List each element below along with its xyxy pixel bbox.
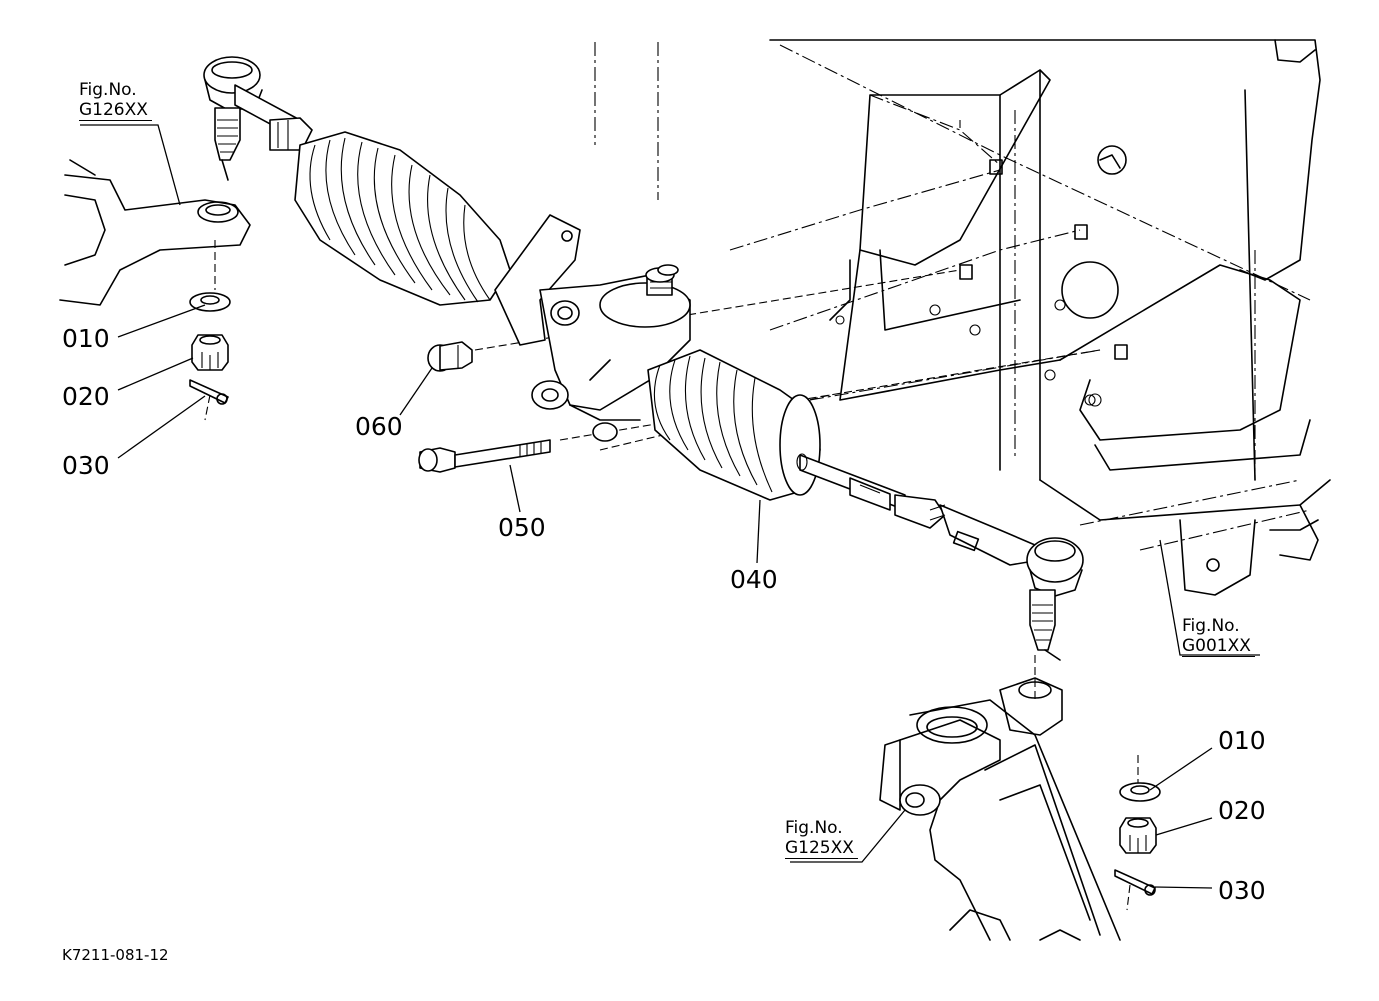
right-castle-nut: [1119, 817, 1157, 854]
frame-assembly: [769, 39, 1331, 596]
left-castle-nut: [191, 334, 229, 371]
left-boot: [294, 131, 511, 306]
left-knuckle-arm: [59, 159, 251, 306]
bolt-050: [418, 439, 551, 473]
callout-030-right: 030: [1218, 876, 1266, 905]
right-washer: [1119, 782, 1161, 802]
right-knuckle: [879, 677, 1121, 941]
callout-050: 050: [498, 513, 546, 542]
fig-ref-g001-code: G001XX: [1182, 636, 1255, 658]
fig-ref-g126-code: G126XX: [79, 100, 152, 122]
right-boot: [647, 349, 821, 501]
fig-ref-g125[interactable]: Fig.No. G125XX: [785, 818, 858, 860]
leader-lines: [80, 124, 1260, 889]
right-tie-rod-end: [1026, 537, 1084, 661]
fig-ref-g125-label: Fig.No.: [785, 818, 843, 838]
right-tie-rod: [796, 453, 1041, 566]
callout-020-right: 020: [1218, 796, 1266, 825]
callout-010-right: 010: [1218, 726, 1266, 755]
fig-ref-g126-label: Fig.No.: [79, 80, 137, 100]
fig-ref-g001[interactable]: Fig.No. G001XX: [1182, 616, 1255, 658]
right-cotter-pin: [1114, 869, 1156, 896]
callout-010-left: 010: [62, 324, 110, 353]
fig-ref-g125-code: G125XX: [785, 838, 858, 860]
fig-ref-g001-label: Fig.No.: [1182, 616, 1240, 636]
callout-030-left: 030: [62, 451, 110, 480]
callout-040: 040: [730, 565, 778, 594]
drawing-id: K7211-081-12: [62, 946, 169, 964]
left-tie-rod-end: [203, 56, 313, 181]
left-cotter-pin: [189, 379, 229, 405]
callout-020-left: 020: [62, 382, 110, 411]
callout-060: 060: [355, 412, 403, 441]
fig-ref-g126[interactable]: Fig.No. G126XX: [79, 80, 152, 122]
plug-060: [427, 341, 473, 372]
